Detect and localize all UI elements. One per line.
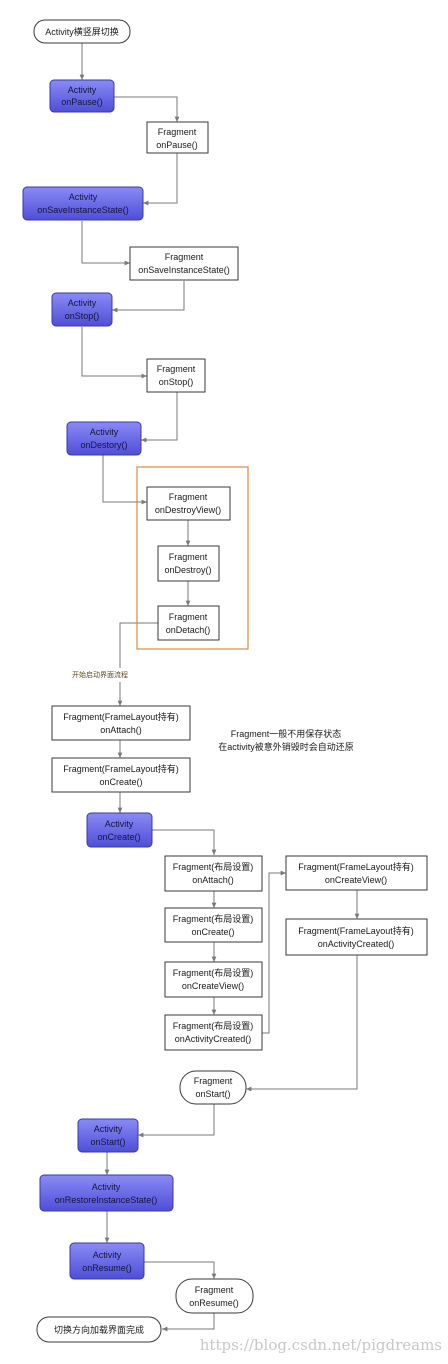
fragment-ondestroy-node: Fragment onDestroy() [157,545,220,582]
activity-onresume-method: onResume() [82,1263,132,1273]
activity-onsave-node: Activity onSaveInstanceState() [22,186,144,221]
fragment-ondetach-title: Fragment [169,612,208,622]
fragment-framelayout-onactivitycreated-method: onActivityCreated() [318,939,395,949]
fragment-onresume-title: Fragment [195,1285,234,1295]
activity-onsave-method: onSaveInstanceState() [37,205,129,215]
fragment-onstop-title: Fragment [157,364,196,374]
activity-onrestore-method: onRestoreInstanceState() [55,1195,158,1205]
note-line-2: 在activity被意外销毁时会自动还原 [218,741,354,752]
activity-ondestory-title: Activity [90,427,119,437]
fragment-onstart-node: Fragment onStart() [179,1070,247,1105]
fragment-onpause-method: onPause() [156,140,198,150]
connector [81,327,147,379]
fragment-layout-onattach-method: onAttach() [192,875,234,885]
fragment-framelayout-oncreate-node: Fragment(FrameLayout持有) onCreate() [51,757,191,793]
fragment-framelayout-oncreateview-node: Fragment(FrameLayout持有) onCreateView() [285,855,428,891]
activity-onstop-node: Activity onStop() [51,292,113,327]
fragment-framelayout-onattach-method: onAttach() [100,725,142,735]
end-node: 切换方向加载界面完成 [36,1316,162,1343]
activity-onstop-method: onStop() [65,311,100,321]
fragment-onsave-method: onSaveInstanceState() [138,265,230,275]
connectors [79,43,360,1332]
fragment-onstart-method: onStart() [195,1089,230,1099]
activity-onpause-method: onPause() [61,97,103,107]
fragment-layout-onactivitycreated-method: onActivityCreated() [175,1034,252,1044]
fragment-ondestroyview-method: onDestroyView() [155,505,221,515]
fragment-destroy-group [136,466,249,650]
fragment-onresume-node: Fragment onResume() [175,1278,254,1314]
fragment-layout-oncreate-method: onCreate() [191,927,234,937]
fragment-ondetach-node: Fragment onDetach() [157,605,220,641]
fragment-onpause-node: Fragment onPause() [146,121,209,154]
activity-onstart-method: onStart() [90,1137,125,1147]
connector [102,455,147,505]
activity-onrestore-node: Activity onRestoreInstanceState() [39,1174,174,1212]
connector [246,955,358,1092]
fragment-framelayout-oncreate-method: onCreate() [99,777,142,787]
fragment-onpause-title: Fragment [158,127,197,137]
start-label: Activity横竖屏切换 [45,26,119,37]
activity-ondestory-node: Activity onDestory() [66,421,142,456]
connector [112,281,185,313]
fragment-ondestroyview-title: Fragment [169,492,208,502]
fragment-layout-oncreateview-method: onCreateView() [182,981,244,991]
connector [138,1104,215,1138]
end-label: 切换方向加载界面完成 [54,1324,144,1335]
fragment-layout-oncreateview-title: Fragment(布局设置) [173,967,254,978]
start-node: Activity横竖屏切换 [33,19,131,44]
connector [81,221,130,266]
activity-oncreate-title: Activity [105,819,134,829]
connector [262,870,286,1034]
fragment-layout-onattach-title: Fragment(布局设置) [173,861,254,872]
fragment-framelayout-onattach-title: Fragment(FrameLayout持有) [63,711,179,722]
fragment-onsave-title: Fragment [165,252,204,262]
connector [119,622,158,668]
fragment-onstop-node: Fragment onStop() [146,358,206,393]
connector [162,1313,215,1332]
activity-onrestore-title: Activity [92,1182,121,1192]
fragment-framelayout-onattach-node: Fragment(FrameLayout持有) onAttach() [51,705,191,741]
activity-onsave-title: Activity [69,192,98,202]
fragment-ondestroyview-node: Fragment onDestroyView() [146,486,231,521]
fragment-framelayout-oncreateview-method: onCreateView() [325,875,387,885]
fragment-framelayout-onactivitycreated-title: Fragment(FrameLayout持有) [298,925,414,936]
fragment-layout-oncreate-node: Fragment(布局设置) onCreate() [164,907,263,943]
activity-onresume-title: Activity [93,1250,122,1260]
activity-onstart-node: Activity onStart() [77,1118,139,1153]
fragment-onstart-title: Fragment [194,1076,233,1086]
fragment-framelayout-onactivitycreated-node: Fragment(FrameLayout持有) onActivityCreate… [285,918,428,956]
activity-oncreate-method: onCreate() [97,832,140,842]
note-line-1: Fragment一般不用保存状态 [231,728,342,739]
activity-onstart-title: Activity [94,1124,123,1134]
fragment-ondetach-method: onDetach() [166,625,211,635]
fragment-onresume-method: onResume() [189,1298,239,1308]
connector [144,1261,217,1279]
fragment-framelayout-oncreate-title: Fragment(FrameLayout持有) [63,763,179,774]
fragment-layout-oncreate-title: Fragment(布局设置) [173,913,254,924]
fragment-onsave-node: Fragment onSaveInstanceState() [129,246,239,281]
restart-label: 开始启动界面流程 [72,670,128,679]
activity-onstop-title: Activity [68,298,97,308]
fragment-layout-onattach-node: Fragment(布局设置) onAttach() [164,855,263,892]
activity-onresume-node: Activity onResume() [69,1242,145,1280]
fragment-ondestroy-title: Fragment [169,552,208,562]
connector [152,829,217,855]
activity-onpause-node: Activity onPause() [49,79,115,113]
watermark: https://blog.csdn.net/pigdreams [200,1336,442,1354]
activity-onpause-title: Activity [68,85,97,95]
fragment-layout-onactivitycreated-node: Fragment(布局设置) onActivityCreated() [164,1014,263,1051]
activity-oncreate-node: Activity onCreate() [86,812,153,848]
fragment-layout-oncreateview-node: Fragment(布局设置) onCreateView() [164,961,263,998]
fragment-layout-onactivitycreated-title: Fragment(布局设置) [173,1020,254,1031]
connector [143,153,178,206]
fragment-onstop-method: onStop() [159,377,194,387]
connector [114,96,180,122]
fragment-ondestroy-method: onDestroy() [164,565,211,575]
fragment-framelayout-oncreateview-title: Fragment(FrameLayout持有) [298,861,414,872]
activity-ondestory-method: onDestory() [80,440,127,450]
connector [141,392,178,443]
